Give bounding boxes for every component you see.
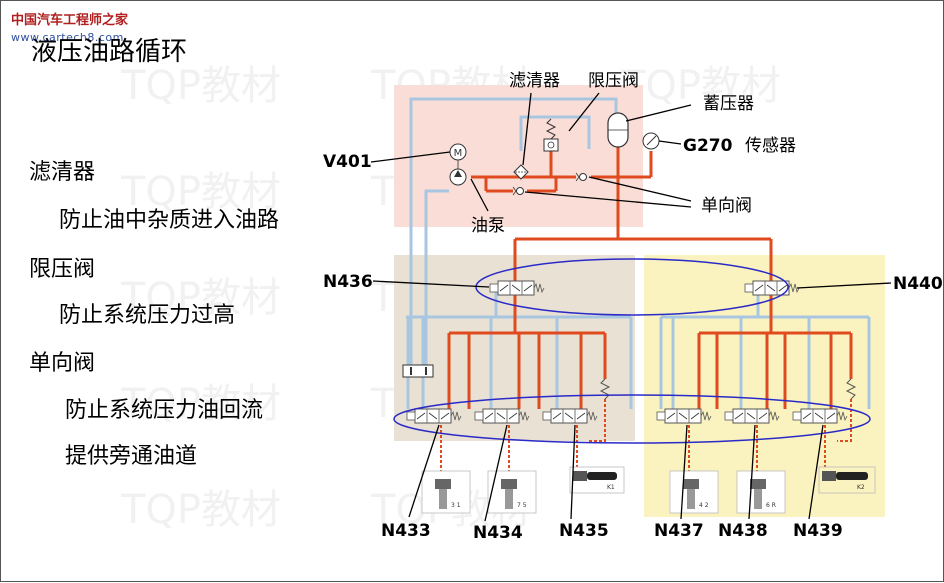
check-valve-label: 单向阀	[701, 196, 752, 216]
valve-label-n436: N436	[323, 272, 373, 292]
check-valve-description-2: 提供旁通油道	[65, 444, 198, 469]
gear-cylinder-7-5: 7 5	[487, 470, 537, 514]
pump-label: 油泵	[471, 216, 505, 236]
sensor-label: 传感器	[745, 136, 796, 156]
svg-text:3 1: 3 1	[451, 502, 461, 509]
svg-text:M: M	[454, 148, 463, 159]
supply-zone	[394, 85, 643, 227]
leader-lines	[370, 92, 892, 522]
clutch-cylinder-k2: K2	[818, 466, 876, 494]
check-valve-icon	[512, 186, 524, 196]
gear-cylinder-4-2: 4 2	[669, 470, 719, 514]
filter-description: 防止油中杂质进入油路	[59, 208, 280, 233]
valve-label-n433: N433	[381, 521, 431, 541]
pressure-lines	[447, 147, 853, 409]
svg-text:4 2: 4 2	[699, 502, 709, 509]
highlight-ellipse-top	[475, 258, 789, 316]
brand-name: 中国汽车工程师之家	[11, 13, 129, 28]
relief-valve-description: 防止系统压力过高	[59, 303, 236, 328]
pump-code-label: V401	[323, 152, 372, 172]
accumulator-label: 蓄压器	[703, 94, 754, 114]
svg-text:7 5: 7 5	[517, 502, 527, 509]
valve-label-n439: N439	[793, 521, 843, 541]
valve-label-n434: N434	[473, 523, 523, 543]
valve-label-n438: N438	[718, 521, 768, 541]
svg-text:K1: K1	[607, 484, 615, 491]
check-valve-description-1: 防止系统压力油回流	[65, 398, 264, 423]
valve-label-n437: N437	[654, 521, 704, 541]
gear-cylinder-3-1: 3 1	[421, 470, 471, 514]
highlight-ellipse-bottom	[393, 394, 871, 444]
relief-valve-heading: 限压阀	[29, 257, 96, 282]
reservoir-icon	[402, 364, 434, 378]
valve-label-n440: N440	[893, 274, 943, 294]
brand-url: www.cartech8.com	[11, 31, 124, 44]
svg-text:K2: K2	[857, 484, 865, 491]
valve-label-n435: N435	[559, 521, 609, 541]
sensor-code-label: G270	[683, 136, 733, 156]
relief-valve-icon	[543, 138, 559, 152]
slide-title: 液压油路循环	[31, 37, 188, 67]
clutch-cylinder-k1: K1	[569, 466, 625, 494]
check-valve-heading: 单向阀	[29, 351, 96, 376]
filter-heading: 滤清器	[29, 160, 96, 185]
filter-label: 滤清器	[509, 71, 560, 91]
relief-valve-label: 限压阀	[588, 71, 639, 91]
gear-cylinder-6-r: 6 R	[736, 470, 786, 514]
spring-right	[845, 378, 857, 400]
check-valve-icon	[575, 172, 587, 182]
svg-text:6 R: 6 R	[766, 502, 776, 509]
